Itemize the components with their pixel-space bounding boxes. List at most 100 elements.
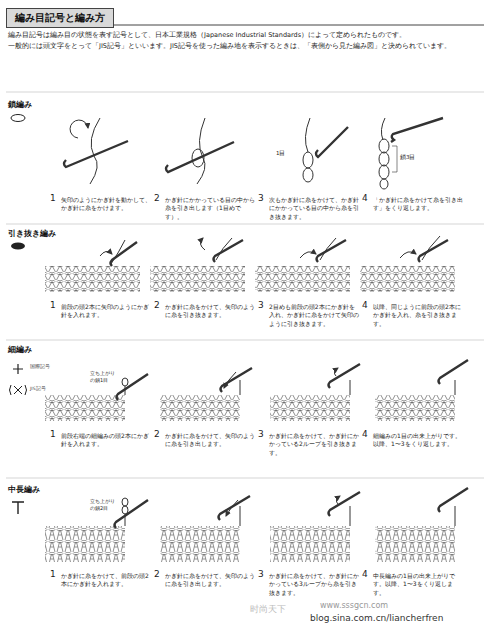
drawing-line — [6, 92, 484, 93]
drawing-path — [336, 496, 340, 504]
step-number: 4 — [362, 570, 372, 579]
drawing-path — [334, 368, 338, 376]
drawing-ellipse — [122, 506, 128, 514]
drawing-path — [216, 238, 232, 260]
drawing-path — [226, 500, 238, 516]
step-number: 3 — [258, 301, 268, 310]
drawing-ellipse — [380, 179, 388, 189]
drawing-path — [221, 368, 253, 392]
drawing-path — [439, 488, 469, 512]
drawing-path — [219, 496, 251, 520]
step-number: 4 — [362, 430, 372, 439]
step-number: 1 — [50, 301, 60, 310]
drawing-path — [115, 500, 149, 528]
drawing-rect — [255, 266, 350, 292]
drawing-path — [13, 364, 23, 374]
callout-text: 1目 — [276, 150, 298, 158]
step-number: 2 — [154, 301, 164, 310]
drawing-rect — [270, 526, 350, 562]
step-number: 1 — [50, 194, 60, 203]
drawing-path — [117, 374, 149, 400]
drawing-path — [391, 118, 443, 142]
step-number: 2 — [154, 430, 164, 439]
step-text: 「かぎ針に糸をかけて糸を引き出す」をくり返します。 — [373, 196, 463, 213]
drawing-path — [329, 492, 361, 516]
drawing-ellipse — [379, 165, 389, 179]
drawing-path — [422, 236, 440, 260]
section-heading: 鎖編み — [8, 100, 32, 111]
drawing-ellipse — [379, 152, 389, 166]
step-text: かぎ針に糸をかけて、矢印のように糸を引き出します。 — [165, 572, 255, 589]
watermark: 时尚天下 — [250, 603, 286, 616]
drawing-path — [392, 146, 397, 172]
callout-text: 立ち上がり の鎖1目 — [90, 370, 120, 384]
drawing-path — [111, 242, 138, 266]
drawing-path — [200, 238, 205, 250]
symbol-caption: 国際記号 — [30, 364, 60, 370]
drawing-line — [6, 340, 484, 341]
drawing-path — [350, 380, 351, 395]
drawing-path — [197, 118, 205, 184]
drawing-rect — [375, 526, 455, 562]
step-number: 4 — [362, 194, 372, 203]
watermark: blog.sina.com.cn/liancherfren — [310, 612, 443, 625]
step-text: かぎ針に糸をかけて、前段の頭2本にかぎ針を入れます。 — [61, 572, 151, 589]
step-number: 4 — [362, 301, 372, 310]
drawing-path — [455, 506, 456, 526]
drawing-rect — [45, 395, 125, 421]
step-text: 次もかぎ針に糸をかけて、かぎ針にかかっている目の中から糸を引き抜きます。 — [269, 196, 359, 221]
step-text: 矢印のようにかぎ針を動かして、かぎ針に糸をかけます。 — [61, 196, 151, 213]
step-text: 前段の頭2本に矢印のようにかぎ針を入れます。 — [61, 303, 151, 320]
drawing-g — [45, 360, 468, 421]
drawing-rect — [375, 395, 455, 421]
drawing-ellipse — [122, 378, 128, 386]
drawing-line — [6, 478, 484, 479]
step-text: かぎ針にかかっている目の中から糸を引き出します（1目めです）。 — [165, 196, 255, 221]
drawing-ellipse — [11, 115, 25, 122]
step-number: 3 — [258, 570, 268, 579]
drawing-path — [400, 252, 416, 258]
drawing-rect — [270, 395, 350, 421]
step-number: 3 — [258, 430, 268, 439]
drawing-path — [381, 118, 385, 140]
page-title: 編み目記号と編み方 — [6, 8, 114, 28]
drawing-path — [240, 380, 241, 395]
section-heading: 中長編み — [8, 485, 40, 496]
callout-text: 鎖3目 — [400, 154, 426, 162]
step-text: かぎ針に糸をかけて、矢印のように糸を引き出します。 — [165, 432, 255, 449]
drawing-ellipse — [379, 139, 389, 153]
drawing-path — [320, 238, 336, 260]
step-text: かぎ針に糸をかけて、矢印のように糸を引き抜きます。 — [165, 303, 255, 320]
drawing-path — [214, 240, 244, 262]
section-heading: 引き抜き編み — [8, 229, 56, 240]
drawing-path — [166, 142, 234, 172]
drawing-g — [45, 236, 455, 292]
drawing-rect — [160, 526, 240, 562]
symbol-caption: JIS記号 — [30, 386, 60, 392]
drawing-path — [224, 372, 236, 388]
drawing-ellipse — [11, 243, 25, 250]
section-heading: 細編み — [8, 345, 32, 356]
step-number: 2 — [154, 194, 164, 203]
drawing-rect — [45, 266, 140, 292]
drawing-rect — [45, 526, 125, 562]
drawing-path — [305, 118, 310, 152]
drawing-path — [240, 506, 241, 526]
callout-text: 立ち上がり の鎖2目 — [90, 498, 120, 512]
step-text: 中長編みの1目の出来上がりです。以降、1〜3をくり返します。 — [373, 572, 463, 597]
drawing-path — [10, 385, 27, 395]
intro-text: 一般的には頭文字をとって「JIS記号」といいます。JIS記号を使った編み地を表示… — [8, 42, 486, 51]
step-text: 前段右端の細編みの頭2本にかぎ針を入れます。 — [61, 432, 151, 449]
step-text: かぎ針に糸をかけて、かぎ針にかかっている3ループから糸を引き抜きます。 — [269, 572, 359, 597]
drawing-g — [64, 118, 443, 189]
drawing-path — [329, 364, 361, 388]
drawing-path — [70, 120, 88, 138]
step-text: 細編みの1目の出来上がりです。以降、1〜3をくり返します。 — [373, 432, 463, 449]
drawing-path — [455, 380, 456, 395]
watermark: www.sssgcn.com — [320, 600, 388, 611]
step-number: 3 — [258, 194, 268, 203]
step-text: 以降、同じように前段の頭2本にかぎ針を入れ、糸を引き抜きます。 — [373, 303, 463, 328]
drawing-g — [45, 488, 468, 562]
drawing-path — [64, 141, 128, 167]
